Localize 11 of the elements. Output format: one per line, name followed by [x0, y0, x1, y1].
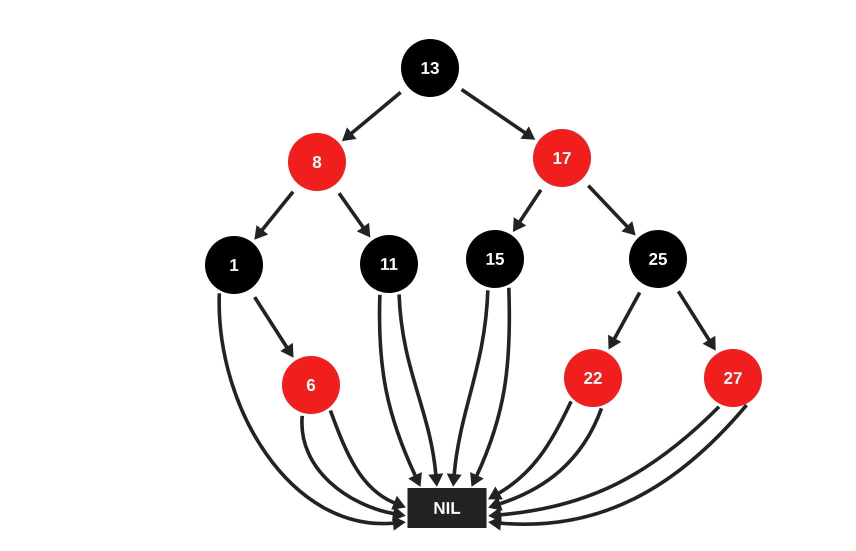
tree-node: 8	[288, 133, 346, 191]
tree-node: 25	[629, 230, 687, 288]
tree-node: 6	[282, 356, 340, 414]
tree-node: 1	[205, 236, 263, 294]
tree-node: 27	[704, 348, 762, 407]
tree-node: 13	[401, 39, 459, 97]
tree-node: 22	[564, 348, 622, 407]
nil-box: NIL	[408, 488, 486, 528]
tree-node: 17	[533, 129, 591, 187]
tree-node: 15	[466, 230, 524, 288]
tree-node: 11	[360, 235, 418, 293]
